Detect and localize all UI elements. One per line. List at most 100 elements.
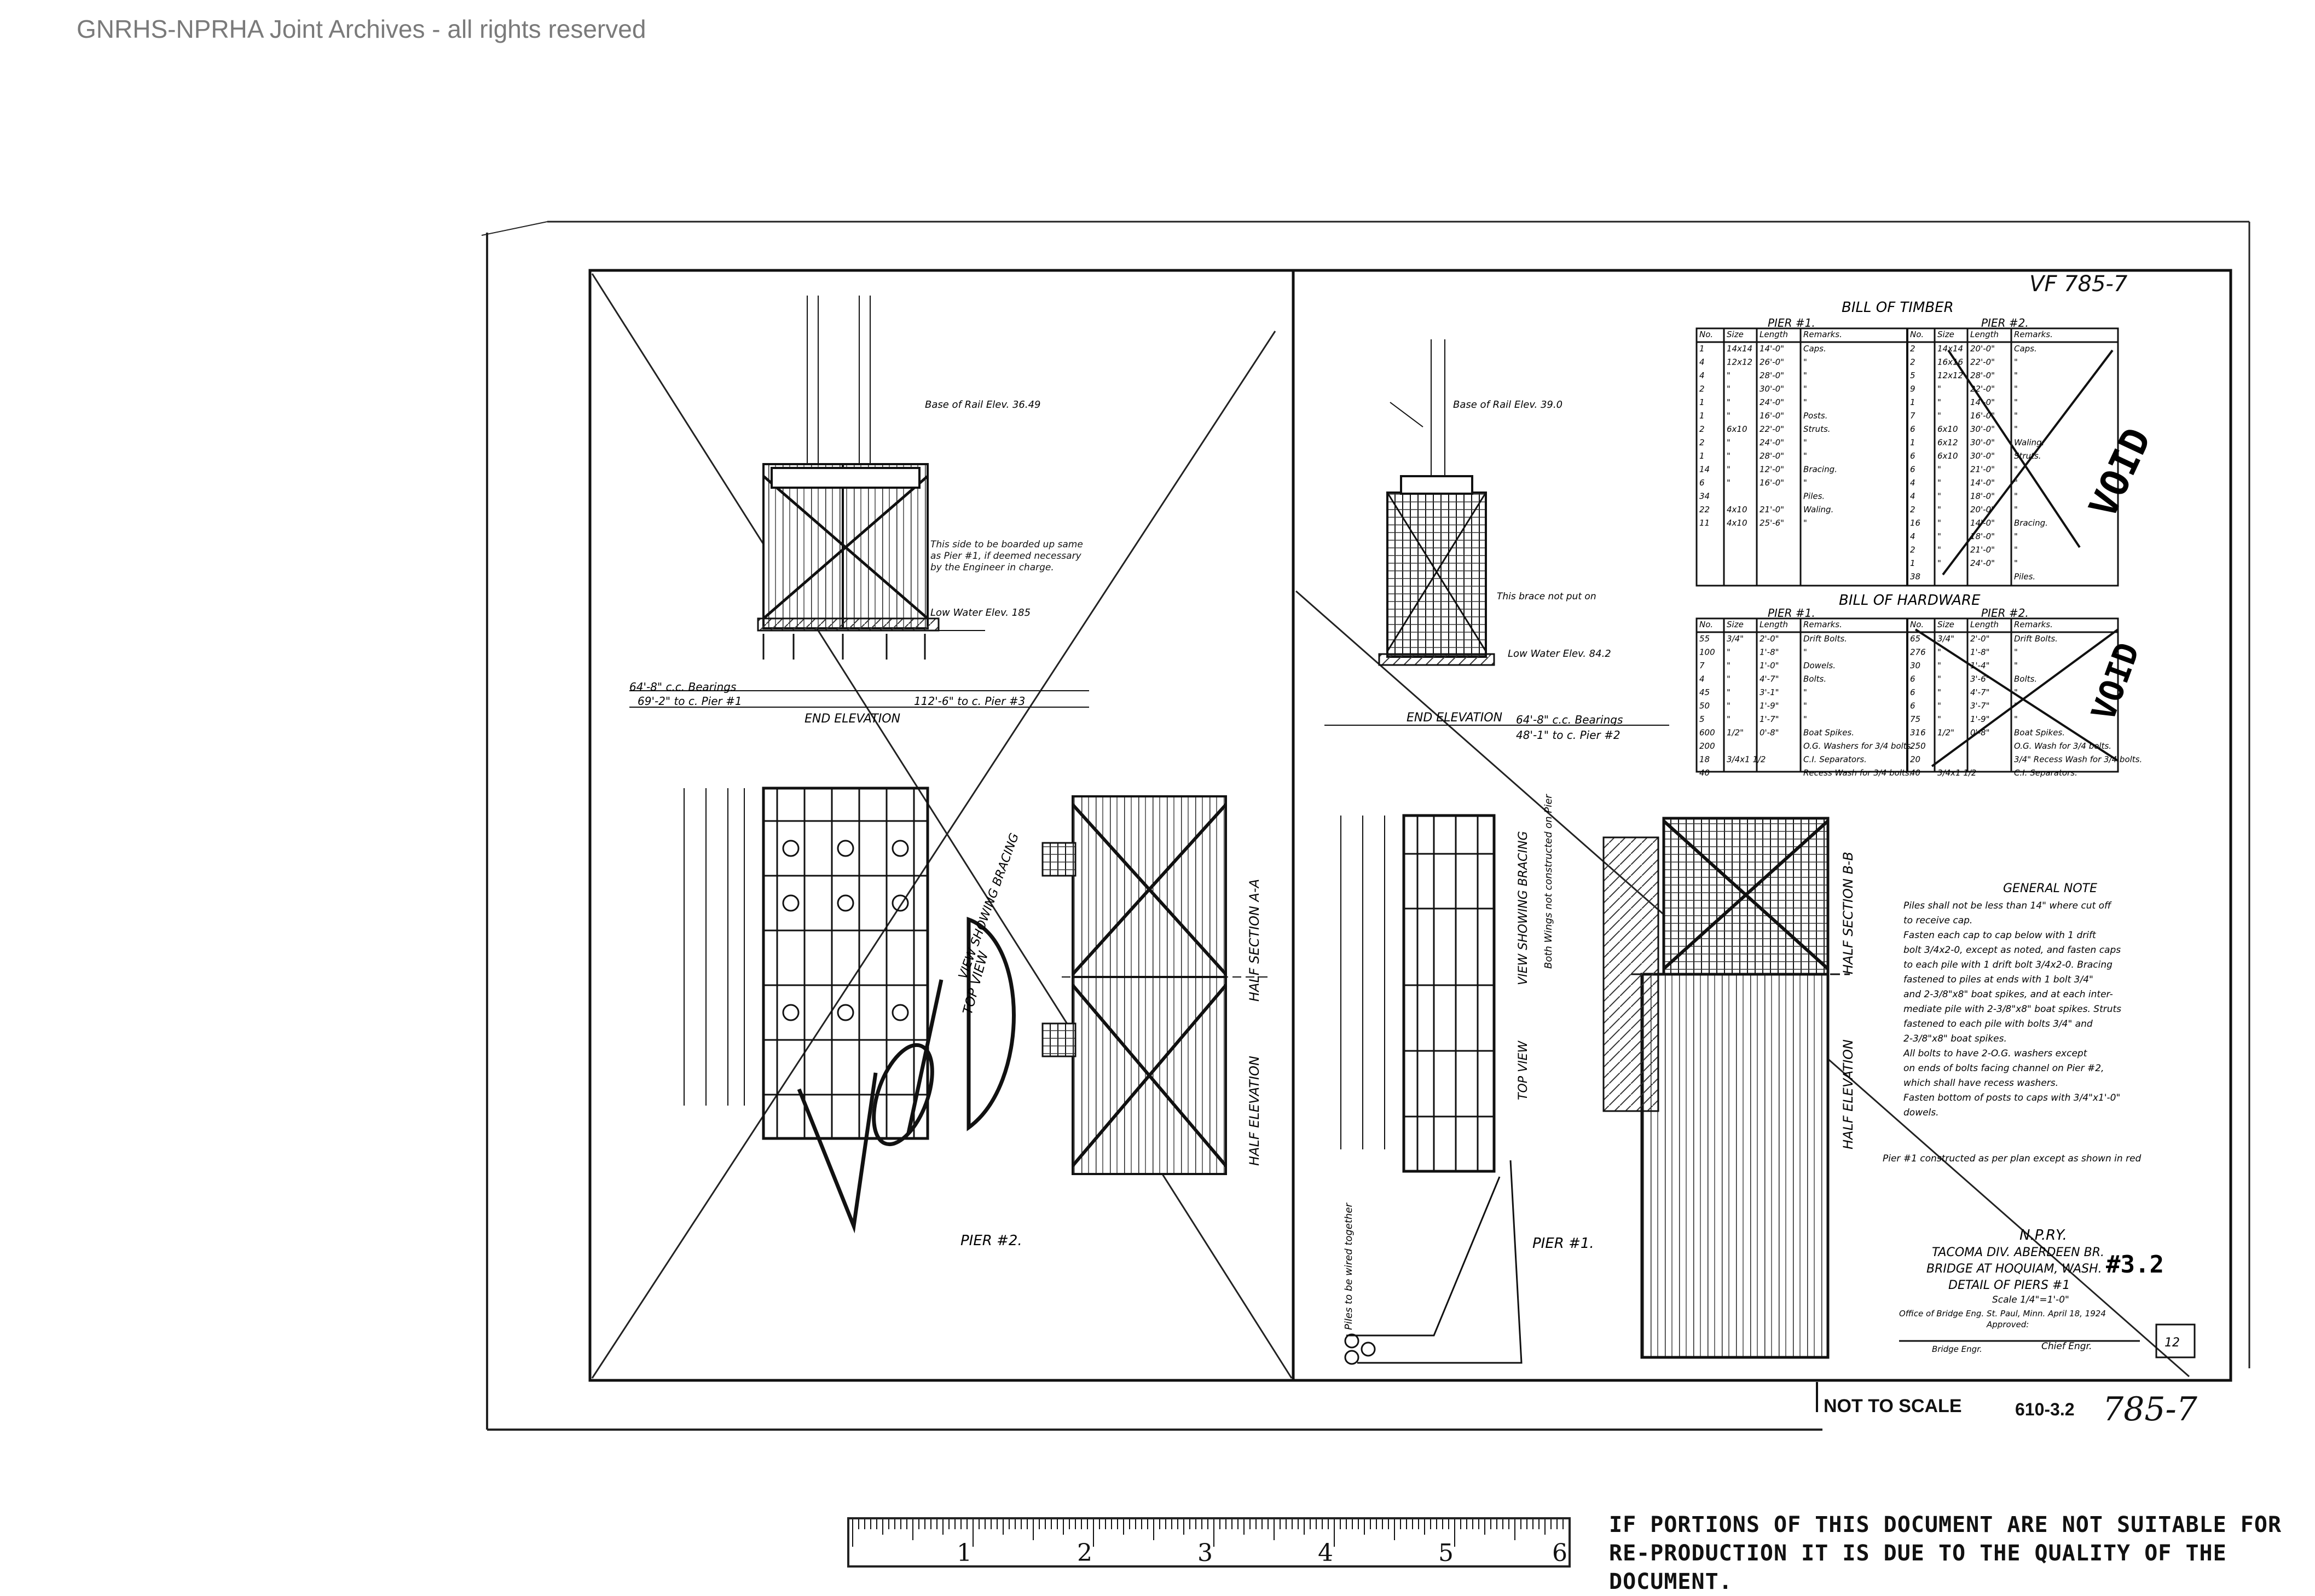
table-cell: 316 <box>1910 728 1926 738</box>
reproduction-notice: IF PORTIONS OF THIS DOCUMENT ARE NOT SUI… <box>1609 1512 2282 1594</box>
table-cell: 22 <box>1699 505 1710 514</box>
title-block-lines <box>1816 1323 2196 1412</box>
table-cell: 65 <box>1910 634 1920 644</box>
boarded-note: This side to be boarded up same as Pier … <box>930 539 1083 573</box>
table-cell: 18'-0" <box>1970 491 1995 501</box>
table-cell: 4x10 <box>1727 505 1747 514</box>
table-cell: 18 <box>1699 755 1710 765</box>
bearings-right-label: 64'-8" c.c. Bearings <box>1516 713 1623 726</box>
bill-timber-pier2-label: PIER #2. <box>1981 316 2029 329</box>
bill-timber-pier1-label: PIER #1. <box>1768 316 1815 329</box>
table-cell: 1/2" <box>1937 728 1954 738</box>
table-cell: 2 <box>1699 424 1705 434</box>
table-cell: " <box>2014 465 2018 475</box>
table-cell: C.I. Separators. <box>1803 755 1867 765</box>
void-mark-timber: VOID <box>2080 421 2160 524</box>
drawing-number: 610-3.2 <box>2015 1400 2075 1419</box>
table-cell: 30'-0" <box>1970 451 1995 461</box>
table-cell: " <box>1803 518 1807 528</box>
bill-of-hardware-title: BILL OF HARDWARE <box>1839 592 1981 609</box>
table-header: Remarks. <box>1803 329 1842 339</box>
table-header: Size <box>1727 620 1744 629</box>
table-cell: O.G. Wash for 3/4 bolts. <box>2014 741 2111 751</box>
sheet-border <box>481 221 2250 1431</box>
table-cell: " <box>2014 531 2018 541</box>
pier3-dist-label: 112'-6" to c. Pier #3 <box>914 695 1025 708</box>
general-note-line: 2-3/8"x8" boat spikes. <box>1903 1033 2007 1044</box>
low-water-right-label: Low Water Elev. 84.2 <box>1508 648 1611 660</box>
table-cell: Recess Wash for 3/4 bolts. <box>1803 768 1912 778</box>
table-cell: 26'-0" <box>1760 357 1784 367</box>
table-cell: 30'-0" <box>1970 438 1995 448</box>
table-cell: Caps. <box>2014 344 2037 354</box>
table-cell: 22'-0" <box>1970 357 1995 367</box>
wings-note: Both Wings not constructed on Pier <box>1543 794 1554 969</box>
table-cell: " <box>1803 451 1807 461</box>
table-cell: 1 <box>1910 438 1915 448</box>
table-cell: 4 <box>1910 531 1915 541</box>
title-approved: Approved: <box>1986 1320 2029 1329</box>
table-cell: 34 <box>1699 491 1710 501</box>
table-cell: 5 <box>1699 714 1705 724</box>
table-cell: " <box>1937 397 1941 407</box>
table-header: No. <box>1699 329 1713 339</box>
table-cell: 5 <box>1910 371 1915 380</box>
general-note-line: which shall have recess washers. <box>1903 1078 2058 1089</box>
table-cell: Struts. <box>2014 451 2041 461</box>
general-note-line: and 2-3/8"x8" boat spikes, and at each i… <box>1903 989 2113 1000</box>
table-cell: 1'-7" <box>1760 714 1779 724</box>
table-cell: 24'-0" <box>1760 397 1784 407</box>
table-cell: " <box>1727 438 1731 448</box>
table-cell: Piles. <box>2014 572 2035 582</box>
pier2-half-section <box>1041 795 1270 1175</box>
ruler-number: 6 <box>1552 1539 1567 1567</box>
table-cell: Drift Bolts. <box>1803 634 1847 644</box>
table-cell: 1'-8" <box>1970 647 1990 657</box>
table-cell: 2 <box>1910 545 1915 555</box>
table-cell: " <box>2014 397 2018 407</box>
general-note-line: to receive cap. <box>1903 915 1972 926</box>
table-cell: 200 <box>1699 741 1715 751</box>
table-cell: 4 <box>1699 371 1705 380</box>
table-cell: " <box>1803 384 1807 394</box>
table-cell: 4 <box>1699 674 1705 684</box>
table-cell: Bracing. <box>2014 518 2048 528</box>
table-cell: " <box>2014 371 2018 380</box>
table-cell: 16'-0" <box>1760 411 1784 421</box>
end-elevation-right-label: END ELEVATION <box>1407 711 1502 725</box>
table-cell: " <box>1937 478 1941 488</box>
table-header: Length <box>1970 329 1999 339</box>
table-cell: 21'-0" <box>1970 465 1995 475</box>
table-cell: " <box>2014 661 2018 670</box>
table-cell: 20'-0" <box>1970 505 1995 514</box>
table-cell: 30 <box>1910 661 1920 670</box>
table-cell: 6 <box>1910 424 1915 434</box>
table-cell: 16'-0" <box>1760 478 1784 488</box>
title-chief-engr: Chief Engr. <box>2041 1341 2092 1352</box>
table-header: Size <box>1727 329 1744 339</box>
table-cell: " <box>1803 647 1807 657</box>
table-cell: " <box>1937 411 1941 421</box>
table-cell: 28'-0" <box>1760 371 1784 380</box>
bill-of-hardware-table <box>1695 617 2119 773</box>
table-cell: 1'-0" <box>1760 661 1779 670</box>
table-cell: 55 <box>1699 634 1710 644</box>
title-railway: N.P.RY. <box>2019 1227 2067 1244</box>
title-division: TACOMA DIV. ABERDEEN BR. <box>1932 1246 2104 1259</box>
archive-watermark: GNRHS-NPRHA Joint Archives - all rights … <box>77 15 646 43</box>
vf-number-bottom: 785-7 <box>2103 1390 2197 1429</box>
table-header: No. <box>1699 620 1713 629</box>
table-cell: " <box>1803 687 1807 697</box>
table-cell: 1 <box>1699 397 1705 407</box>
table-header: Remarks. <box>2014 329 2053 339</box>
table-cell: 25'-6" <box>1760 518 1784 528</box>
table-cell: " <box>1803 701 1807 711</box>
table-header: Size <box>1937 620 1954 629</box>
table-cell: 16'-0" <box>1970 411 1995 421</box>
table-cell: " <box>2014 701 2018 711</box>
title-bridge: BRIDGE AT HOQUIAM, WASH. <box>1926 1262 2102 1276</box>
table-cell: 0'-8" <box>1970 728 1990 738</box>
pier2-label: PIER #2. <box>960 1233 1022 1249</box>
table-cell: " <box>1727 674 1731 684</box>
